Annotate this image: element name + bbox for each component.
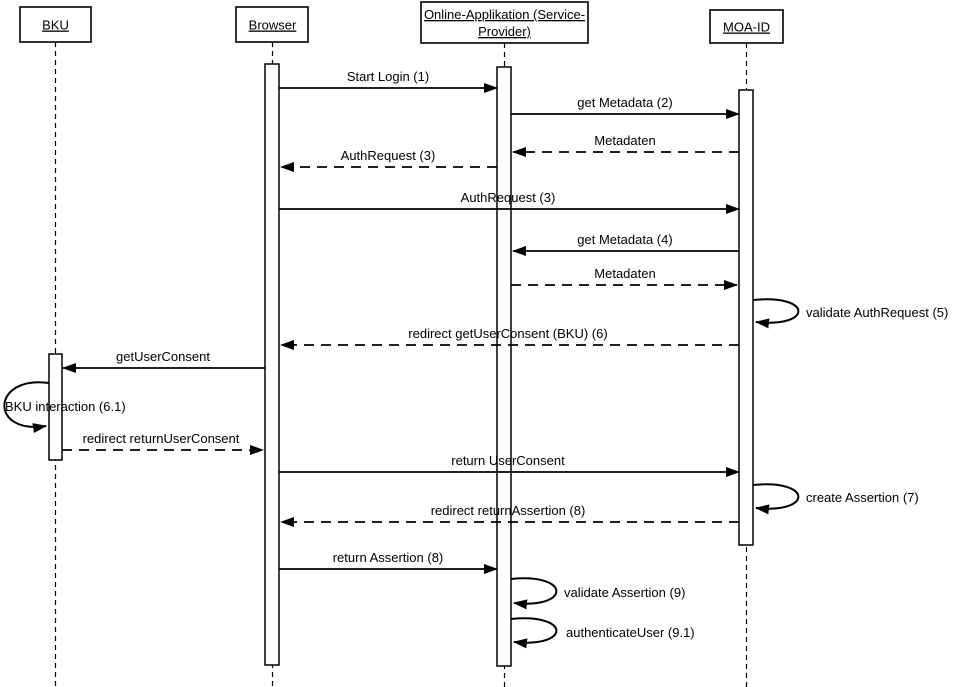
- messages-layer: Start Login (1) get Metadata (2) Metadaten…: [62, 69, 740, 574]
- message-label-1: get Metadata (2): [577, 95, 672, 110]
- participant-box-browser: [235, 6, 309, 43]
- activations-layer: [48, 63, 754, 667]
- activation-bar-moa: [738, 89, 754, 546]
- participant-label-browser: Browser: [249, 18, 297, 33]
- self-message-label-4: authenticateUser (9.1): [566, 625, 695, 640]
- message-label-2: Metadaten: [594, 133, 655, 148]
- self-message-loop-1-bku: [3, 381, 50, 433]
- message-label-3: AuthRequest (3): [341, 148, 436, 163]
- self-message-label-0: validate AuthRequest (5): [806, 305, 948, 320]
- message-label-9: redirect returnUserConsent: [83, 431, 240, 446]
- message-label-12: return Assertion (8): [333, 550, 444, 565]
- participant-label-moa: MOA-ID: [723, 20, 770, 35]
- participant-box-moa: [709, 9, 784, 44]
- activation-bar-bku: [48, 353, 63, 461]
- self-message-label-2: create Assertion (7): [806, 490, 919, 505]
- message-label-0: Start Login (1): [347, 69, 429, 84]
- self-message-loop-3-oa: [510, 577, 558, 610]
- participant-boxes-layer: BKU Browser Online-Applikation (Service- Pr…: [19, 1, 784, 44]
- self-message-loop-0-moa: [752, 298, 800, 329]
- activation-bar-oa: [496, 66, 512, 667]
- participant-box-oa: [420, 1, 589, 44]
- message-label-7: redirect getUserConsent (BKU) (6): [408, 326, 607, 341]
- participant-label-bku: BKU: [42, 18, 69, 33]
- message-label-10: return UserConsent: [451, 453, 565, 468]
- message-label-6: Metadaten: [594, 266, 655, 281]
- participant-box-bku: [19, 6, 92, 43]
- message-label-5: get Metadata (4): [577, 232, 672, 247]
- message-label-8: getUserConsent: [116, 349, 210, 364]
- message-label-4: AuthRequest (3): [461, 190, 556, 205]
- self-message-label-1: BKU interaction (6.1): [5, 399, 126, 414]
- self-message-loop-4-oa: [510, 617, 558, 649]
- self-message-label-3: validate Assertion (9): [564, 585, 685, 600]
- self-messages-layer: validate AuthRequest (5) BKU interaction …: [3, 298, 948, 649]
- participant-label-oa-line1: Online-Applikation (Service-: [424, 7, 585, 22]
- self-message-loop-2-moa: [752, 483, 800, 515]
- participant-label-oa-line2: Provider): [478, 24, 531, 39]
- message-label-11: redirect returnAssertion (8): [431, 503, 586, 518]
- activation-bar-browser: [264, 63, 280, 666]
